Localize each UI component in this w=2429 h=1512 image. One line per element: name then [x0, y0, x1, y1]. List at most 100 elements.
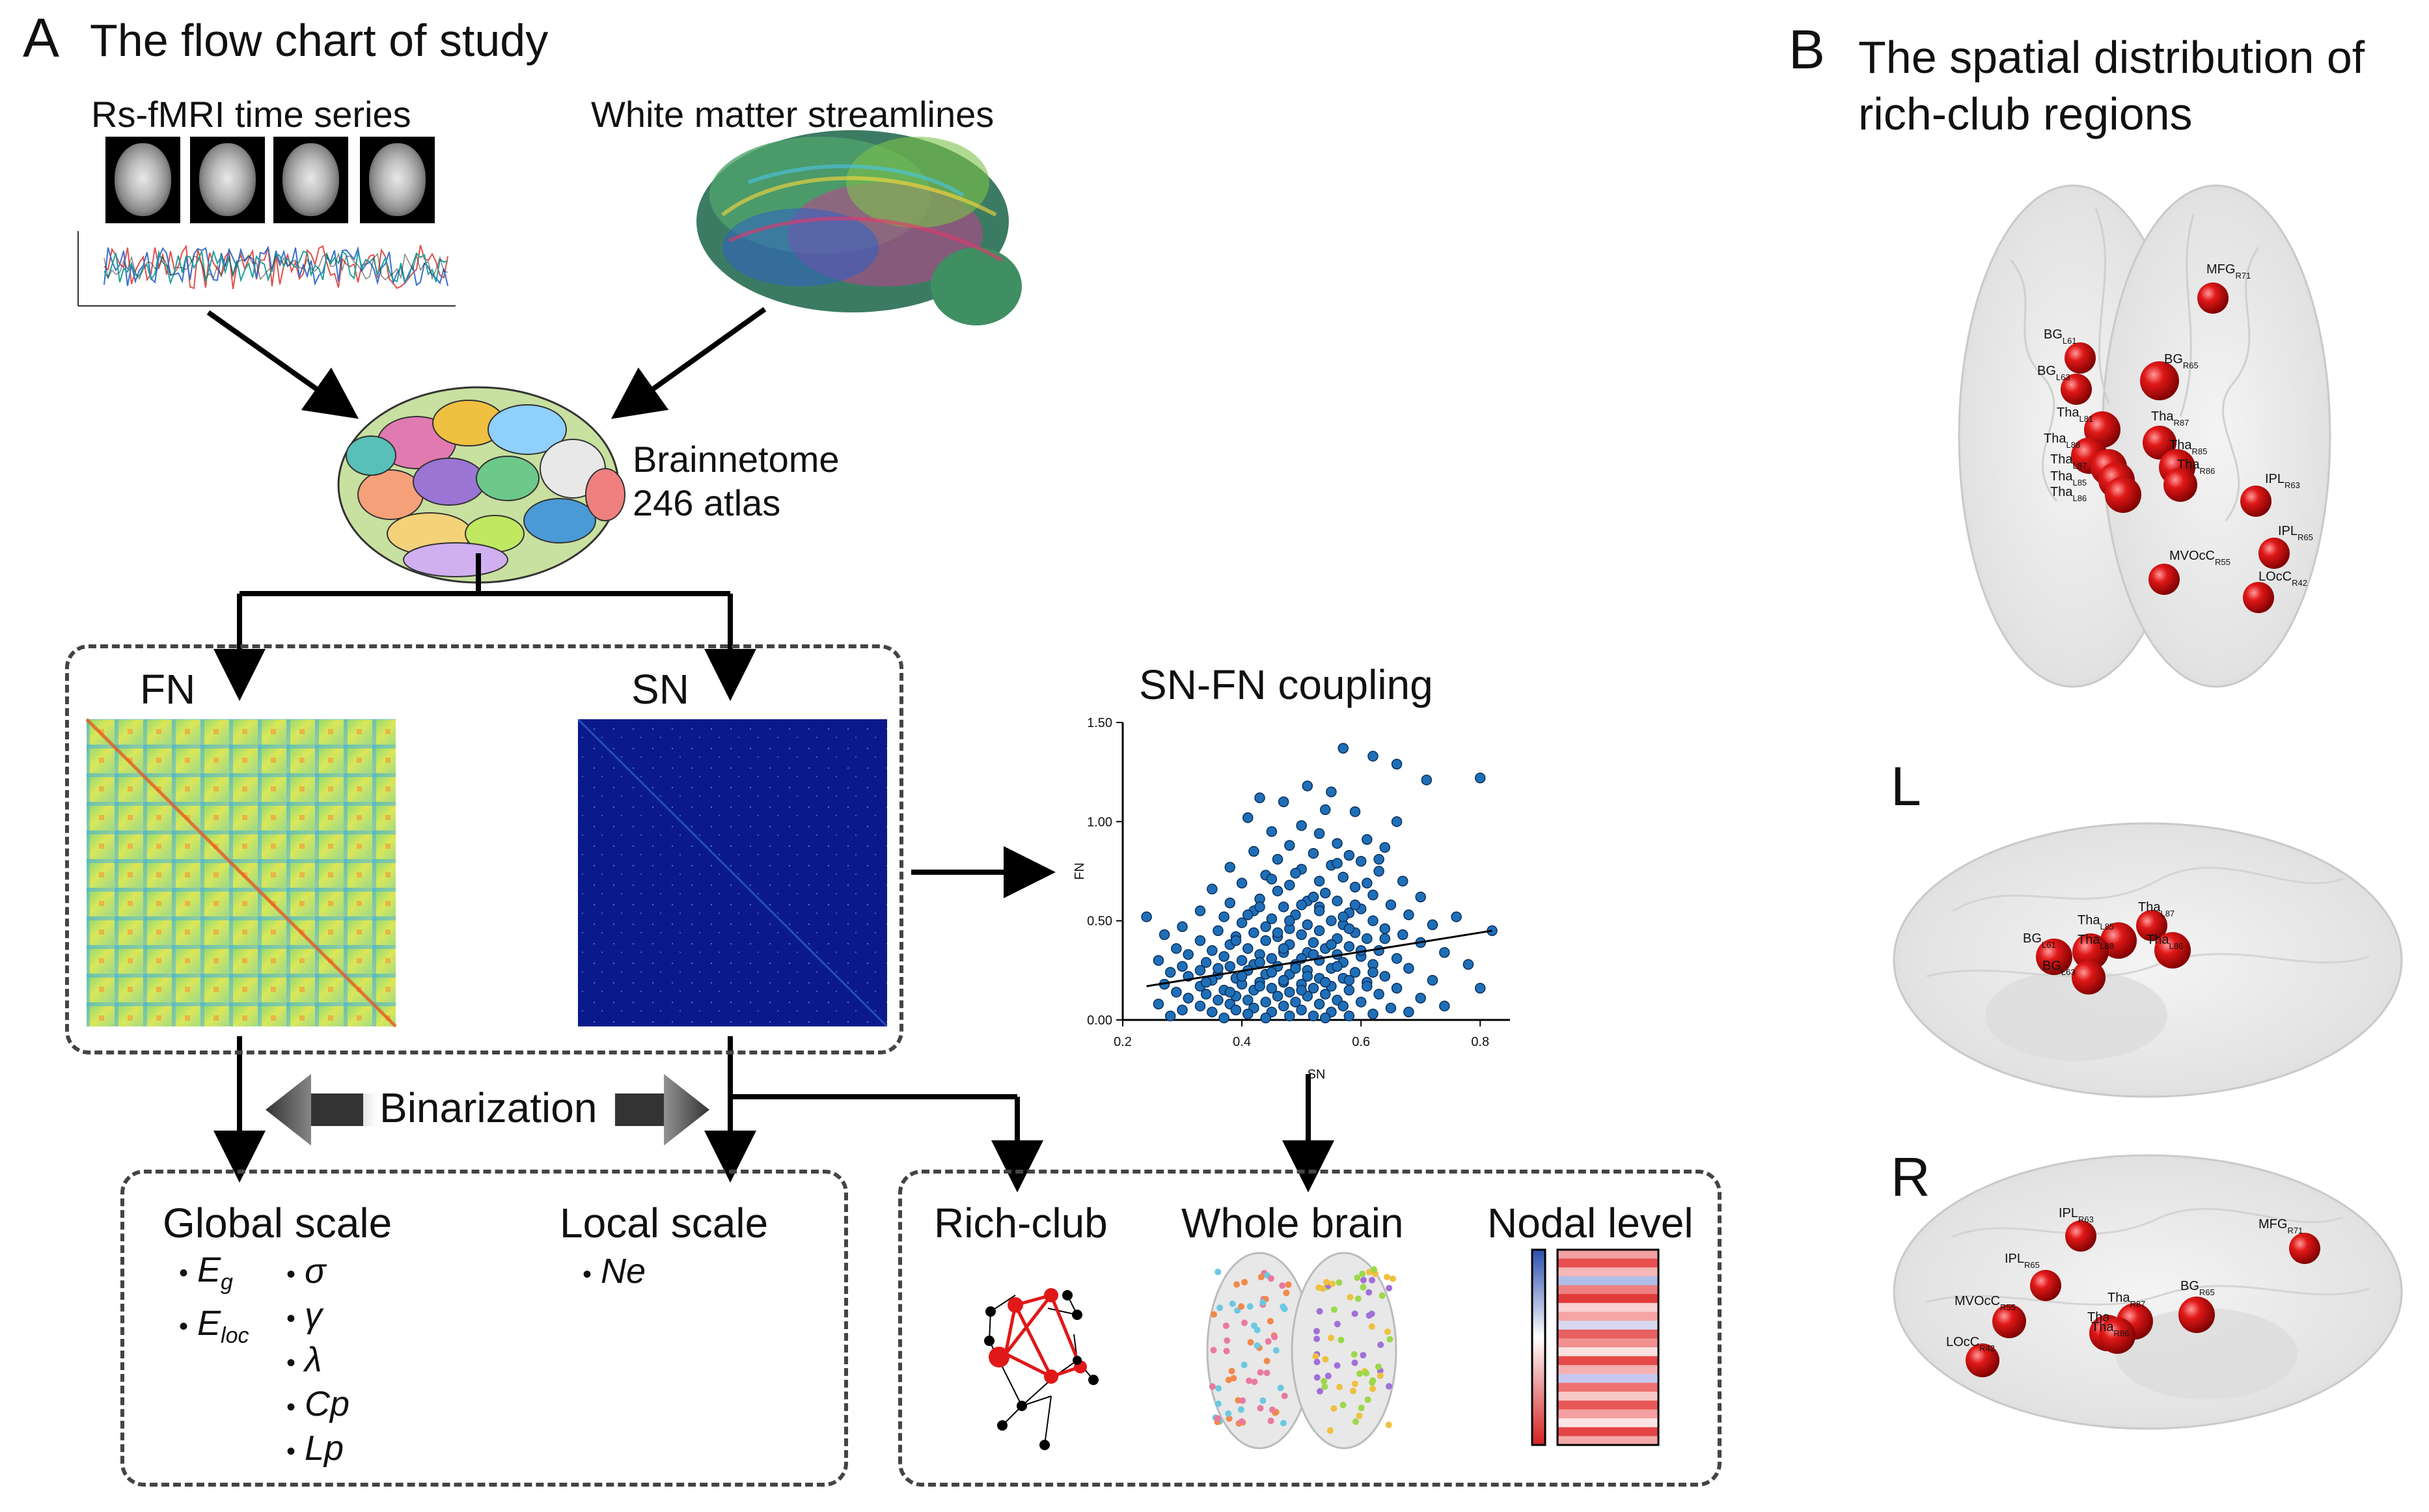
node-dot: [1377, 1341, 1384, 1349]
scatter-point: [1207, 883, 1218, 895]
node-label: ThaL85: [2050, 469, 2087, 488]
wm-label: White matter streamlines: [591, 94, 995, 135]
nodal-strip: [1558, 1302, 1658, 1312]
node-dot: [1352, 1418, 1359, 1425]
node-label: ThaL85: [2078, 913, 2114, 931]
nodal-strip: [1558, 1400, 1658, 1410]
node-label: IPLR65: [2278, 524, 2313, 542]
node-label: ThaL87: [2138, 900, 2175, 918]
node-dot: [1336, 1279, 1343, 1286]
node-dot: [1389, 1275, 1396, 1282]
scatter-point: [1296, 1004, 1307, 1016]
scatter-point: [1308, 983, 1319, 994]
scatter-point: [1403, 909, 1414, 920]
scatter-point: [1207, 945, 1218, 956]
binarization-arrow: [266, 1074, 709, 1146]
nodal-strip: [1558, 1329, 1658, 1339]
scatter-point: [1242, 1008, 1254, 1020]
node-dot: [1386, 1285, 1393, 1292]
scatter-point: [1349, 881, 1361, 893]
node-dot: [1323, 1278, 1330, 1285]
node-label: MVOcCR55: [1955, 1294, 2016, 1312]
rich-club-node: [2178, 1297, 2215, 1333]
view-l-label: L: [1891, 756, 1921, 817]
nodal-strip: [1558, 1276, 1658, 1286]
node-label: BGL63: [2037, 364, 2070, 382]
node-dot: [1368, 1276, 1375, 1284]
scatter-point: [1474, 983, 1486, 994]
scatter-point: [1290, 997, 1301, 1008]
scatter-point: [1439, 1000, 1450, 1011]
node-dot: [1386, 1336, 1393, 1343]
scatter-point: [1385, 1002, 1397, 1013]
node-dot: [1211, 1311, 1218, 1318]
scatter-point: [1183, 949, 1194, 960]
scatter-point: [1266, 913, 1278, 924]
scatter-point: [1338, 872, 1349, 883]
scatter-point: [1302, 780, 1313, 791]
rich-club-node: [2143, 426, 2176, 460]
node-dot: [1319, 1285, 1326, 1292]
y-tick-label: 1.00: [1087, 815, 1112, 829]
scatter-point: [1260, 935, 1271, 946]
coupling-title: SN-FN coupling: [1139, 661, 1433, 708]
scatter-point: [1313, 925, 1325, 937]
node-dot: [1350, 1388, 1357, 1395]
atlas-label-line1: Brainnetome: [633, 439, 840, 480]
scale-box: [120, 1170, 848, 1487]
scatter-point: [1319, 976, 1331, 988]
node-dot: [1237, 1406, 1244, 1413]
scatter-point: [1278, 1000, 1289, 1011]
nodal-strip: [1558, 1258, 1658, 1268]
rich-club-node: [2030, 1270, 2061, 1301]
node-dot: [1321, 1383, 1328, 1390]
rsfmri-label: Rs-fMRI time series: [91, 94, 411, 135]
node-dot: [1359, 1271, 1366, 1278]
scatter-point: [1260, 1012, 1271, 1024]
atlas-label-line2: 246 atlas: [633, 482, 781, 523]
scatter-point: [1391, 983, 1403, 994]
node-label: ThaL86: [2147, 933, 2183, 951]
node-dot: [1334, 1362, 1341, 1369]
node-dot: [1312, 1353, 1319, 1360]
rich-club-node: [2148, 564, 2180, 595]
rich-club-network: [984, 1288, 1099, 1450]
node-dot: [1364, 1396, 1371, 1403]
scatter-point: [1313, 875, 1325, 887]
scatter-point: [1326, 786, 1337, 797]
node-dot: [1215, 1385, 1222, 1392]
scatter-point: [1194, 905, 1206, 916]
atlas-split-connector: [213, 553, 756, 701]
node-dot: [1210, 1347, 1217, 1354]
scatter-point: [1343, 923, 1355, 935]
scatter-point: [1349, 806, 1361, 818]
scatter-point: [1313, 998, 1325, 1010]
node-label: ThaR86: [2091, 1320, 2129, 1338]
rich-club-node: [2072, 961, 2106, 995]
node-label: LOcCR42: [2258, 570, 2307, 588]
node-dot: [1241, 1362, 1248, 1369]
metric-gamma: •γ: [286, 1296, 323, 1335]
scatter-point: [1177, 1004, 1188, 1016]
node-dot: [1222, 1322, 1229, 1329]
scatter-point: [1153, 998, 1164, 1010]
node-dot: [1351, 1351, 1358, 1358]
scatter-point: [1462, 959, 1474, 970]
x-tick-label: 0.2: [1114, 1035, 1132, 1049]
node-dot: [1356, 1370, 1364, 1377]
scatter-point: [1207, 1006, 1218, 1018]
nodal-strip: [1558, 1356, 1658, 1366]
scatter-point: [1379, 842, 1391, 853]
node-dot: [1228, 1368, 1235, 1375]
scatter-point: [1373, 853, 1384, 865]
scatter-point: [1230, 1004, 1242, 1016]
y-axis-label: FN: [1073, 862, 1087, 880]
nodal-colorbar: [1531, 1248, 1546, 1446]
nodal-strip: [1558, 1436, 1658, 1446]
node-dot: [1254, 1342, 1261, 1349]
scatter-point: [1332, 961, 1343, 972]
node-dot: [1379, 1292, 1386, 1299]
scatter-point: [1266, 873, 1278, 885]
node-dot: [1251, 1378, 1258, 1385]
